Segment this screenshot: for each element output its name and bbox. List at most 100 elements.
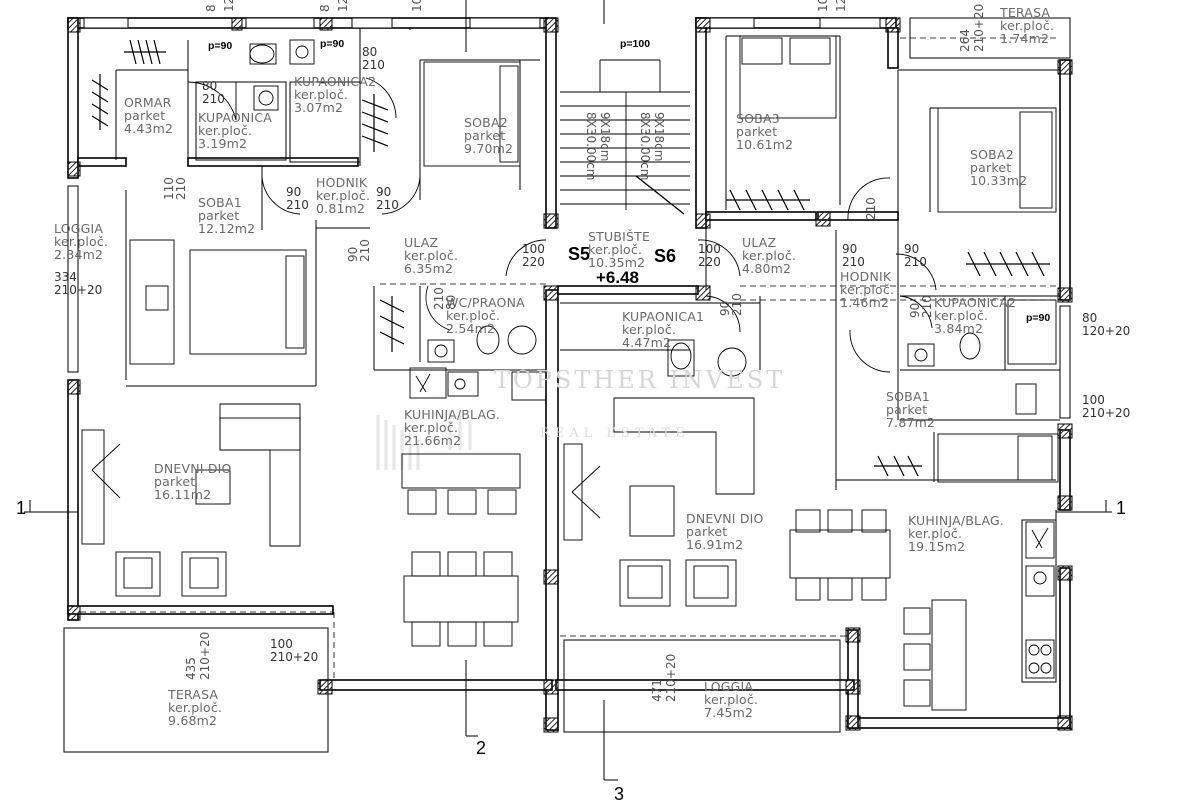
room-area: 12.12m2 <box>198 221 256 236</box>
room-area: 9.70m2 <box>464 141 514 156</box>
room-ulaz-left: ULAZ ker.ploč. 6.35m2 <box>404 236 458 275</box>
room-finish: ker.ploč. <box>404 420 459 435</box>
wardrobes <box>91 39 1050 477</box>
dim-door-80-210-b: 80 210 <box>362 46 385 72</box>
dim-width: 100 <box>522 242 545 256</box>
section-2: 2 <box>476 738 487 758</box>
room-area: 10.35m2 <box>588 255 646 270</box>
room-name: ULAZ <box>404 235 439 250</box>
dim-height: 220 <box>522 255 545 269</box>
dim-width: 80 <box>1082 311 1098 325</box>
dim-top-a: 8 <box>204 4 218 12</box>
dim-height: 210 <box>376 198 399 212</box>
dim-width: 90 <box>376 185 392 199</box>
room-kupaonica2-left: KUPAONICA2 ker.ploč. 3.07m2 <box>294 75 376 114</box>
dim-width: 90 <box>286 185 302 199</box>
dashed-lines <box>80 37 1060 691</box>
room-name: DNEVNI DIO <box>154 461 232 476</box>
furniture-beds <box>189 35 1059 483</box>
tag-p90-b: p=90 <box>320 38 345 50</box>
dim-width: 100 <box>270 637 293 651</box>
room-name: KUPAONICA <box>198 110 273 125</box>
dim-width: 100 <box>698 242 721 256</box>
room-name: ULAZ <box>742 235 777 250</box>
room-hodnik-left: HODNIK ker.ploč. 0.81m2 <box>316 176 370 215</box>
dim-door-90-210-c: 90 210 <box>842 243 865 269</box>
watermark-line2: REAL ESTATE <box>540 426 690 441</box>
dim-door-80-210-a: 80 210 <box>202 80 225 106</box>
room-finish: ker.ploč. <box>588 242 643 257</box>
stair-spec-left-1: 9X18cm <box>598 112 612 162</box>
dim-vert-210-c: 210 <box>432 287 446 310</box>
dim-top-f: 10 <box>816 0 830 12</box>
dim-door-90-210-b: 90 210 <box>376 186 399 212</box>
stair-spec-right-1: 9X18cm <box>652 112 666 162</box>
room-area: 21.66m2 <box>404 433 462 448</box>
room-area: 7.45m2 <box>704 705 754 720</box>
watermark-line1: TOPSTHER INVEST <box>494 366 786 394</box>
staircase <box>560 59 690 215</box>
room-name: SOBA2 <box>464 115 508 130</box>
room-finish: parket <box>154 474 196 489</box>
room-area: 3.07m2 <box>294 100 344 115</box>
room-name: LOGGIA <box>54 221 104 236</box>
tag-p90-a: p=90 <box>208 40 233 52</box>
dim-vert-264: 264 <box>958 29 972 52</box>
room-finish: ker.ploč. <box>198 123 253 138</box>
room-name: KUPAONICA2 <box>934 295 1017 310</box>
room-name: DNEVNI DIO <box>686 511 764 526</box>
room-finish: ker.ploč. <box>316 188 371 203</box>
room-dnevni-left: DNEVNI DIO parket 16.11m2 <box>154 462 232 501</box>
dim-door-100-terasa: 100 210+20 <box>270 638 318 664</box>
dim-door-90-210-a: 90 210 <box>286 186 309 212</box>
dim-height: 210 <box>904 255 927 269</box>
columns <box>67 17 1073 733</box>
furniture-living <box>81 239 1037 711</box>
room-finish: ker.ploč. <box>840 282 895 297</box>
stair-spec-right-2: 8X30.00cm <box>638 112 652 181</box>
dim-vert-210-f: 210 <box>920 295 934 318</box>
dim-window-80-120: 80 120+20 <box>1082 312 1130 338</box>
tag-p90-c: p=90 <box>1026 312 1051 324</box>
section-1-left: 1 <box>16 498 27 518</box>
watermark-graphic <box>376 410 472 470</box>
dim-vert-210-d: 210 <box>730 293 744 316</box>
dim-vert-264b: 210+20 <box>972 3 986 52</box>
dim-height: 220 <box>698 255 721 269</box>
room-soba2-left: SOBA2 parket 9.70m2 <box>464 116 513 155</box>
room-soba1-left: SOBA1 parket 12.12m2 <box>198 196 255 235</box>
fixtures <box>249 39 1057 679</box>
dim-height: 210+20 <box>1082 406 1131 420</box>
room-name: HODNIK <box>840 269 892 284</box>
dim-window-100-right: 100 210+20 <box>1082 394 1130 420</box>
dim-top-e: 10 <box>410 0 424 12</box>
room-name: SOBA2 <box>970 147 1014 162</box>
room-name: SOBA1 <box>886 389 930 404</box>
section-markers <box>24 0 1112 781</box>
dim-vert-471b: 210+20 <box>664 653 678 702</box>
room-kupaonica: KUPAONICA ker.ploč. 3.19m2 <box>198 111 272 150</box>
room-name: KUPAONICA1 <box>622 309 705 324</box>
room-terasa-top: TERASA ker.ploč. 1.74m2 <box>1000 6 1054 45</box>
dim-door-100-220-a: 100 220 <box>522 243 545 269</box>
room-finish: ker.ploč. <box>742 248 797 263</box>
dim-door-100-220-b: 100 220 <box>698 243 721 269</box>
stair-label-s6: S6 <box>654 246 677 266</box>
windows <box>67 17 1071 419</box>
room-area: 2.54m2 <box>446 321 496 336</box>
room-area: 0.81m2 <box>316 201 366 216</box>
dim-window-334: 334 210+20 <box>54 271 102 297</box>
room-name: TERASA <box>168 687 219 702</box>
dim-top-g: 12 <box>834 0 848 12</box>
dim-vert-471: 471 <box>650 679 664 702</box>
dim-top-b: 12 <box>222 0 236 12</box>
dim-height: 210 <box>202 92 225 106</box>
room-name: STUBIŠTE <box>588 229 651 244</box>
room-area: 9.68m2 <box>168 713 218 728</box>
room-area: 10.33m2 <box>970 173 1028 188</box>
room-loggia-left: LOGGIA ker.ploč. 2.34m2 <box>54 222 108 261</box>
room-wc-praona: WC/PRAONA ker.ploč. 2.54m2 <box>446 296 525 335</box>
room-stubiste: STUBIŠTE ker.ploč. 10.35m2 <box>588 230 650 269</box>
dim-height: 210 <box>286 198 309 212</box>
room-finish: parket <box>886 402 928 417</box>
